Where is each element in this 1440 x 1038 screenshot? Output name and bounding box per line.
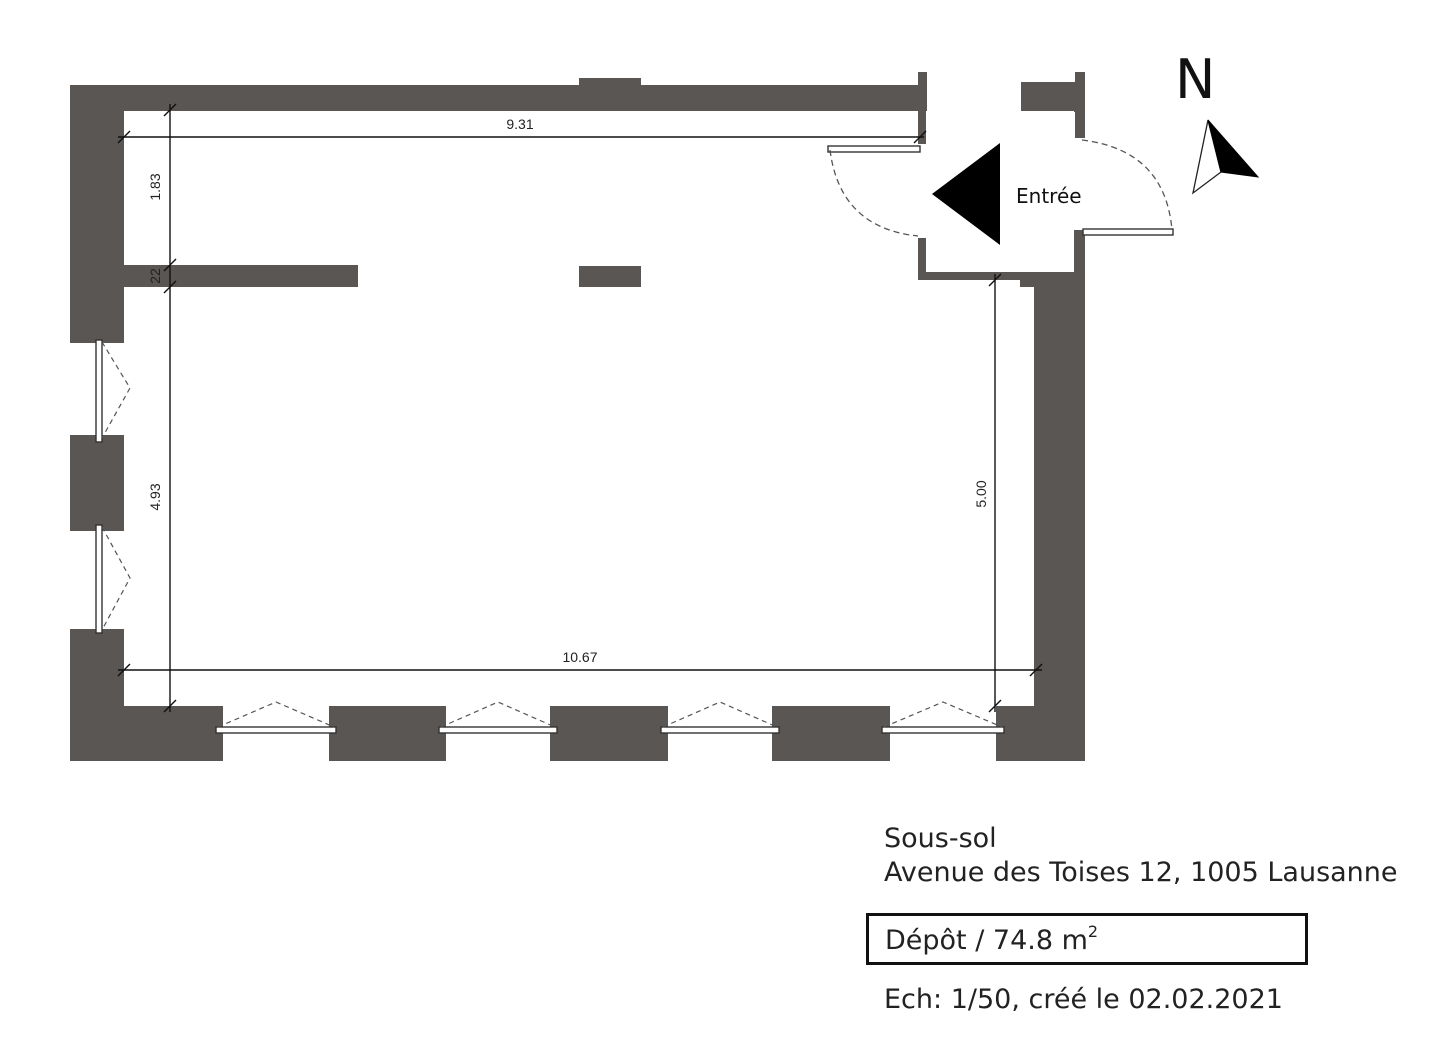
bottom-window-1 [215,701,337,761]
left-window-upper [70,339,131,443]
dim-top-width: 9.31 [506,116,533,132]
window-swing [883,701,1003,728]
window-frame [95,524,103,634]
door-swing-arc [1081,139,1173,231]
window-frame [660,726,780,734]
vestibule-wall-bottom [918,272,1020,280]
entry-right-jamb [1075,72,1085,138]
floor-name: Sous-sol [884,823,997,854]
dim-wall-thickness: 22 [147,268,163,284]
room-interior [124,287,1034,706]
dim-right-height: 5.00 [973,480,989,507]
title-block: Sous-sol Avenue des Toises 12, 1005 Laus… [884,822,1398,890]
door-leaf [1082,228,1174,236]
window-swing [217,701,335,728]
room-name-area: Dépôt / 74.8 m [885,925,1088,956]
room-area-box: Dépôt / 74.8 m2 [866,913,1308,965]
entry-door-right [1081,139,1174,236]
bottom-window-3 [660,701,780,761]
window-frame [881,726,1005,734]
window-swing [101,341,131,439]
partition-wall [124,265,358,287]
room-inner-right [1020,298,1034,706]
dim-left-lower-height: 4.93 [147,483,163,510]
entry-arrow-icon [932,143,1000,245]
window-frame [215,726,337,734]
left-window-lower [70,524,131,634]
window-swing [440,701,556,728]
dim-bottom-width: 10.67 [562,649,597,665]
vestibule-wall-left [918,238,926,280]
entry-right-block [1021,82,1079,112]
window-swing [662,701,778,728]
area-unit-exponent: 2 [1087,922,1099,941]
scale-date: Ech: 1/50, créé le 02.02.2021 [884,984,1283,1015]
entry-label: Entrée [1016,184,1082,208]
window-frame [95,339,103,443]
window-swing [101,526,131,631]
right-wall [1034,264,1085,761]
dim-left-upper-height: 1.83 [147,173,163,200]
top-wall [70,85,925,111]
dimension-lines [117,103,1043,713]
door-leaf [827,145,921,153]
upper-room-interior [124,111,918,265]
north-label: N [1175,48,1215,111]
vestibule-wall-right [1074,230,1085,270]
bottom-window-2 [438,701,558,761]
top-wall-pillar [579,78,641,116]
entry-left-jamb [918,72,927,144]
window-frame [438,726,558,734]
north-arrow-icon [1192,119,1260,195]
address: Avenue des Toises 12, 1005 Lausanne [884,857,1398,888]
entry-door-left [827,145,921,237]
bottom-window-4 [881,701,1005,761]
